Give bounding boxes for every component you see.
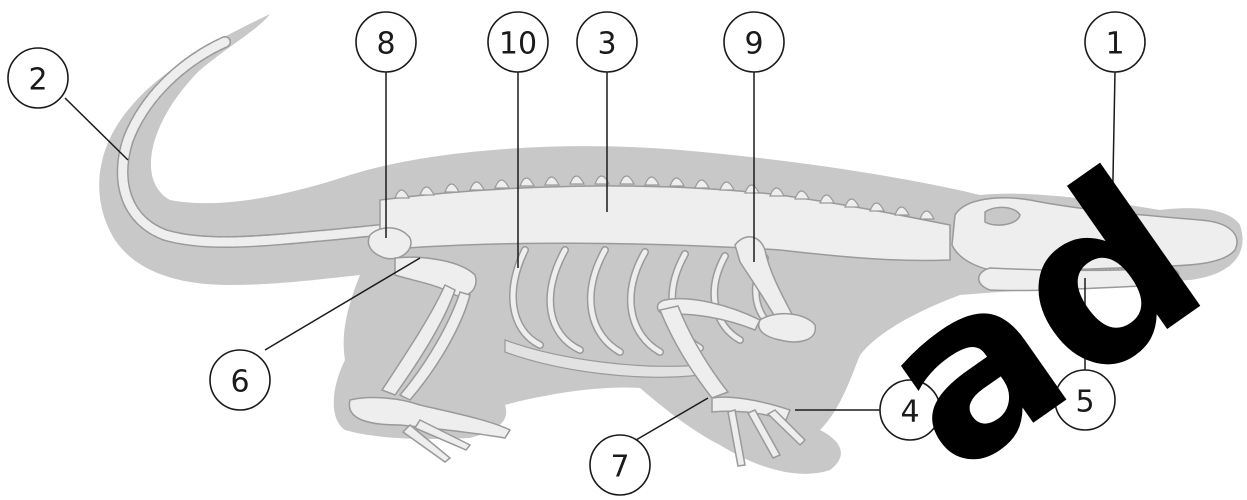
label-3: 3 [577, 12, 637, 72]
label-10: 10 [488, 12, 548, 72]
label-number: 10 [499, 27, 537, 62]
label-1: 1 [1085, 12, 1145, 72]
label-number: 1 [1105, 27, 1124, 62]
label-number: 6 [230, 365, 249, 400]
label-8: 8 [356, 12, 416, 72]
label-number: 3 [597, 27, 616, 62]
label-number: 8 [376, 27, 395, 62]
label-7: 7 [590, 435, 650, 495]
label-9: 9 [724, 12, 784, 72]
label-6: 6 [210, 350, 270, 410]
label-number: 9 [744, 27, 763, 62]
label-number: 2 [28, 63, 47, 98]
label-number: 7 [610, 450, 629, 485]
label-2: 2 [8, 48, 68, 108]
